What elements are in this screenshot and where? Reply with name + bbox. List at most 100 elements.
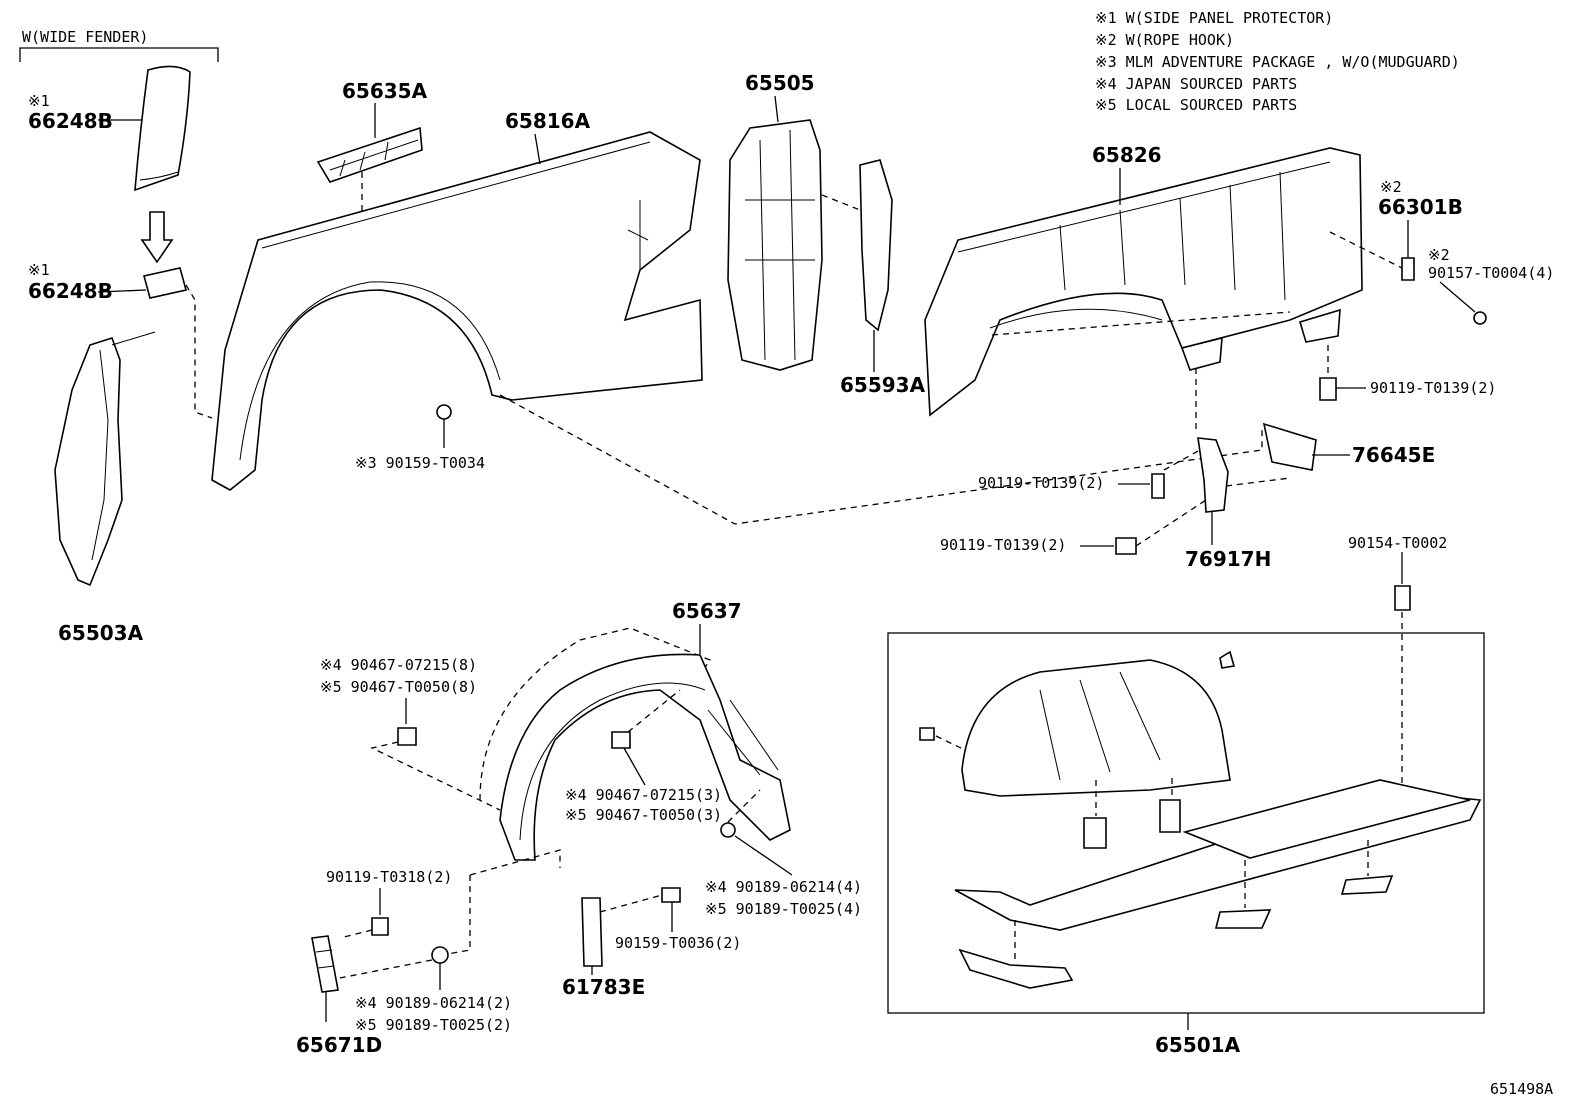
mark2-b: ※2 <box>1428 246 1450 264</box>
notes-legend: ※1 W(SIDE PANEL PROTECTOR) ※2 W(ROPE HOO… <box>1095 9 1460 114</box>
dash-90467-b <box>627 689 681 733</box>
inner-panel-arch <box>989 308 1163 329</box>
screw-T0034-head <box>436 404 452 420</box>
dash-T0036 <box>599 894 663 913</box>
label-90157: 90157-T0004(4) <box>1428 264 1554 282</box>
rope-hook-shape <box>1401 257 1415 281</box>
note-4: ※4 JAPAN SOURCED PARTS <box>1095 75 1297 93</box>
part-65593A: 65593A <box>821 159 926 397</box>
pillar-65505-shape <box>727 119 823 371</box>
dash-brackets <box>1095 778 1173 816</box>
inner-panel-top <box>957 161 1331 253</box>
label-65826: 65826 <box>1092 143 1162 167</box>
label-90189-a1: ※4 90189-06214(4) <box>705 878 862 896</box>
label-90119-a: 90119-T0139(2) <box>1370 379 1496 397</box>
part-90189-a: ※4 90189-06214(4) ※5 90189-T0025(4) <box>705 789 862 918</box>
dash-pads <box>1244 840 1369 908</box>
dash-65816A <box>499 394 1263 525</box>
protector-small-shape <box>143 267 187 299</box>
dash-66301B <box>1329 231 1403 269</box>
dash-65593A <box>821 194 861 211</box>
wheelhouse-ribs <box>1039 671 1161 781</box>
inner-panel-ribs <box>1059 171 1286 301</box>
label-90189-b1: ※4 90189-06214(2) <box>355 994 512 1012</box>
bolt-90119-T0318 <box>371 917 389 936</box>
label-90189-a2: ※5 90189-T0025(4) <box>705 900 862 918</box>
bolt-90119-c <box>1115 537 1137 555</box>
label-65505: 65505 <box>745 71 815 95</box>
clip-a <box>1219 650 1236 669</box>
part-65637: 65637 <box>479 599 791 861</box>
mark1-a: ※1 <box>28 92 50 110</box>
note-3: ※3 MLM ADVENTURE PACKAGE , W/O(MUDGUARD) <box>1095 53 1460 71</box>
plate-61783E <box>581 897 603 967</box>
down-arrow-icon <box>140 211 174 264</box>
label-65501A: 65501A <box>1155 1033 1241 1057</box>
leader-65816A <box>534 133 541 165</box>
bolt-90154 <box>1394 585 1411 611</box>
side-panel-protector-shape <box>134 65 191 192</box>
bolt-90119-a <box>1319 377 1337 401</box>
label-66248B-b: 66248B <box>28 279 113 303</box>
mudguard-shape <box>54 337 123 587</box>
part-65503A: 65503A <box>54 331 156 645</box>
screw-90157-head <box>1473 311 1487 325</box>
bracket-small-b <box>1159 799 1181 833</box>
bracket-76645E-shape <box>1262 422 1317 471</box>
bracket-65671D-detail <box>315 949 335 969</box>
part-66248B-lower: ※1 66248B <box>28 261 213 419</box>
fender-inner-detail <box>627 200 649 270</box>
inner-panel-bracket-b <box>1299 308 1341 343</box>
dash-T0318-lower <box>339 875 471 956</box>
label-76645E: 76645E <box>1352 443 1435 467</box>
group-label: W(WIDE FENDER) <box>22 28 148 46</box>
part-61783E: 61783E <box>562 897 645 999</box>
brace-65593A-shape <box>859 159 893 332</box>
label-90159-T0036: 90159-T0036(2) <box>615 934 741 952</box>
label-90119-T0318: 90119-T0318(2) <box>326 868 452 886</box>
part-90119-a: 90119-T0139(2) <box>1319 345 1496 401</box>
part-90159-T0036: 90159-T0036(2) <box>599 887 741 952</box>
fender-wheel-arch <box>239 281 501 461</box>
part-65826: 65826 <box>924 143 1363 417</box>
leader-66248B-b <box>97 289 147 293</box>
note-1: ※1 W(SIDE PANEL PROTECTOR) <box>1095 9 1333 27</box>
part-65505: 65505 <box>727 71 823 371</box>
part-90189-b: ※4 90189-06214(2) ※5 90189-T0025(2) <box>339 946 512 1034</box>
fender-top-edge <box>261 141 651 249</box>
label-90189-b2: ※5 90189-T0025(2) <box>355 1016 512 1034</box>
part-76645E: 76645E <box>1195 368 1435 471</box>
label-65671D: 65671D <box>296 1033 382 1057</box>
wheel-liner-edge <box>519 682 706 841</box>
group-bracket <box>19 47 219 62</box>
mark1-b: ※1 <box>28 261 50 279</box>
mudguard-tab <box>111 331 156 346</box>
label-65593A: 65593A <box>840 373 926 397</box>
dash-90119-b <box>1163 449 1201 471</box>
label-76917H: 76917H <box>1185 547 1271 571</box>
bracket-65635A-shape <box>316 126 423 183</box>
wide-fender-group: W(WIDE FENDER) <box>19 28 219 62</box>
part-90154: 90154-T0002 <box>1348 534 1447 790</box>
floor-panel-shape <box>1182 779 1471 859</box>
label-90467-a1: ※4 90467-07215(8) <box>320 656 477 674</box>
label-66301B: 66301B <box>1378 195 1463 219</box>
bracket-65635A-detail <box>329 139 419 177</box>
leader-90467-b <box>623 747 646 786</box>
part-90157: ※2 90157-T0004(4) <box>1428 246 1554 325</box>
note-2: ※2 W(ROPE HOOK) <box>1095 31 1234 49</box>
part-66248B-upper: ※1 66248B <box>28 65 191 192</box>
label-90467-b2: ※5 90467-T0050(3) <box>565 806 722 824</box>
direction-arrow <box>140 211 174 264</box>
clip-90189-b <box>431 946 449 964</box>
part-90119-b: 90119-T0139(2) <box>978 449 1201 499</box>
label-90154: 90154-T0002 <box>1348 534 1447 552</box>
dash-65826-inner <box>991 311 1291 336</box>
clip-90189-a <box>720 822 736 838</box>
clip-90467-a <box>397 727 417 746</box>
lower-extension-shape <box>958 948 1074 989</box>
clip-b <box>919 727 935 741</box>
inner-panel-shape <box>924 147 1363 417</box>
label-65635A: 65635A <box>342 79 428 103</box>
pad-b <box>1340 875 1394 895</box>
